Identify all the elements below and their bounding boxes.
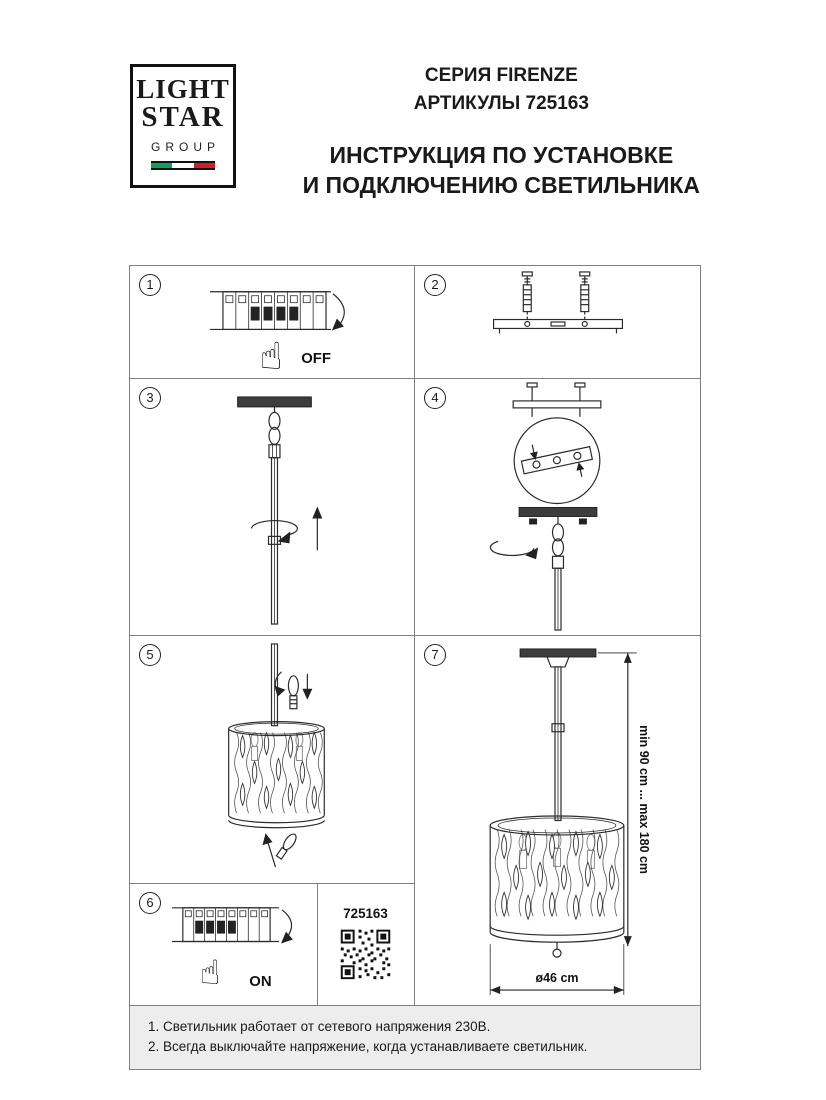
title-line-2: И ПОДКЛЮЧЕНИЮ СВЕТИЛЬНИКА bbox=[302, 172, 700, 198]
qr-article-label: 725163 bbox=[343, 906, 388, 921]
flag-green-stripe bbox=[151, 163, 173, 168]
height-dimension-label: min 90 cm ... max 180 cm bbox=[637, 725, 651, 874]
step-4-badge: 4 bbox=[424, 387, 446, 409]
step-4-panel: 4 bbox=[415, 379, 700, 636]
step-5-badge: 5 bbox=[139, 644, 161, 666]
document-header: СЕРИЯ FIRENZE АРТИКУЛЫ 725163 ИНСТРУКЦИЯ… bbox=[303, 62, 700, 200]
step-2-panel: 2 bbox=[415, 266, 700, 379]
steps-grid: 1 bbox=[129, 265, 701, 1070]
qr-code-icon bbox=[340, 929, 391, 980]
step-7-panel: 7 min 90 cm ... max 180 cm bbox=[415, 636, 700, 1006]
italian-flag-icon bbox=[151, 161, 215, 170]
insert-arrow-icon bbox=[266, 840, 277, 868]
step-1-badge: 1 bbox=[139, 274, 161, 296]
finial-bulb-icon bbox=[275, 833, 297, 860]
step-6-panel: 6 bbox=[130, 884, 318, 1006]
diameter-dimension-label: ø46 cm bbox=[536, 971, 579, 985]
rotation-arrow-icon bbox=[250, 520, 298, 536]
step-3-panel: 3 bbox=[130, 379, 415, 636]
articles-line: АРТИКУЛЫ 725163 bbox=[413, 93, 589, 114]
footer-note-1: 1. Светильник работает от сетевого напря… bbox=[148, 1019, 491, 1034]
qr-code-graphic: 725163 bbox=[340, 906, 391, 980]
title-line-1: ИНСТРУКЦИЯ ПО УСТАНОВКЕ bbox=[329, 142, 674, 168]
mounting-plate-diagram bbox=[492, 271, 624, 334]
off-label: OFF bbox=[301, 351, 331, 367]
flag-white-stripe bbox=[172, 163, 194, 168]
logo-word-light: LIGHT bbox=[136, 74, 230, 104]
pointing-hand-icon: ☝ bbox=[200, 953, 221, 992]
breaker-on-diagram: ☝ ON bbox=[171, 907, 293, 992]
series-line: СЕРИЯ FIRENZE bbox=[424, 65, 578, 86]
magnifier-circle-icon bbox=[513, 417, 601, 505]
logo-word-star: STAR bbox=[141, 101, 225, 133]
candle-bulb-icon bbox=[287, 675, 299, 710]
footer-note-2: 2. Всегда выключайте напряжение, когда у… bbox=[148, 1039, 588, 1054]
footer-notes: 1. Светильник работает от сетевого напря… bbox=[130, 1006, 700, 1069]
lightstar-logo: LIGHT STAR GROUP bbox=[130, 64, 236, 188]
on-label: ON bbox=[249, 974, 271, 990]
chandelier-dimensions-diagram: min 90 cm ... max 180 cm bbox=[489, 648, 651, 996]
shade-and-bulb-diagram bbox=[228, 643, 325, 868]
qr-panel: 725163 bbox=[318, 884, 415, 1006]
ceiling-mount-detail-diagram bbox=[489, 382, 602, 631]
logo-word-group: GROUP bbox=[150, 140, 220, 154]
step-1-panel: 1 bbox=[130, 266, 415, 379]
rod-adjustment-diagram bbox=[237, 396, 323, 625]
step-2-badge: 2 bbox=[424, 274, 446, 296]
step-7-badge: 7 bbox=[424, 644, 446, 666]
pointing-hand-icon: ☝ bbox=[260, 334, 283, 378]
step-3-badge: 3 bbox=[139, 387, 161, 409]
step-5-panel: 5 bbox=[130, 636, 415, 884]
rotation-arrow-icon bbox=[489, 540, 535, 557]
breaker-off-diagram: ☝ OFF bbox=[210, 291, 345, 378]
flag-red-stripe bbox=[193, 163, 215, 168]
step-6-badge: 6 bbox=[139, 892, 161, 914]
